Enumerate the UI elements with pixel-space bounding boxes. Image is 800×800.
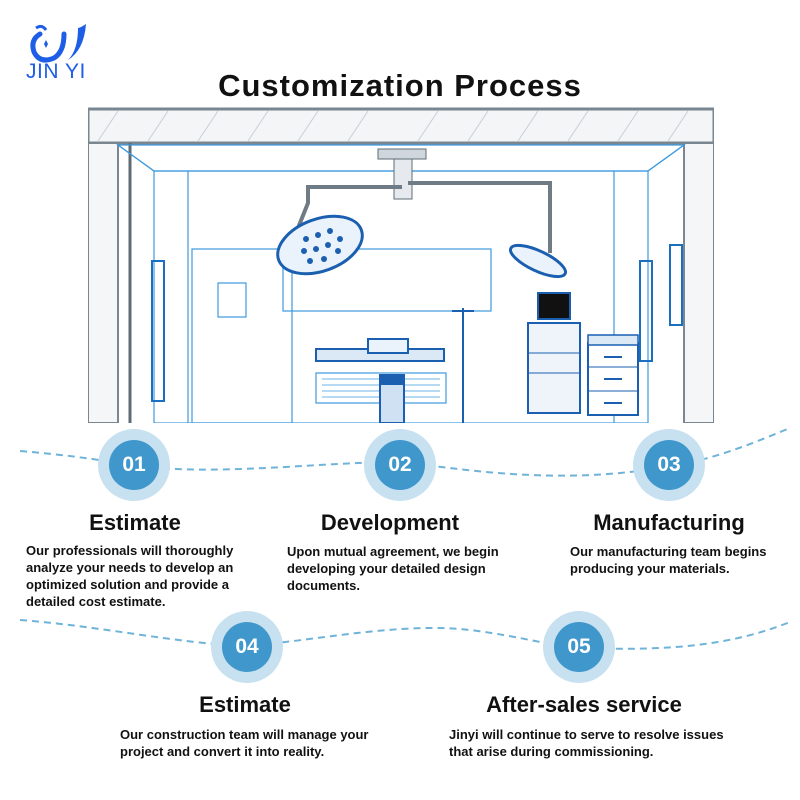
step-number-badge: 03 — [633, 429, 705, 501]
step-title: Estimate — [89, 510, 181, 535]
step-title: Development — [320, 510, 460, 535]
step-title: Manufacturing — [593, 510, 745, 535]
step-description: Our construction team will manage your p… — [120, 727, 369, 759]
jinyi-logo-icon — [30, 24, 86, 63]
step-description: Jinyi will continue to serve to resolve … — [449, 727, 724, 759]
step-title: After-sales service — [486, 692, 682, 717]
step-number-badge: 04 — [211, 611, 283, 683]
step-number-badge: 01 — [98, 429, 170, 501]
operating-room-illustration — [88, 103, 714, 423]
step-number: 05 — [554, 622, 604, 672]
brand-name: JIN YI — [26, 60, 86, 83]
step-title: Estimate — [199, 692, 291, 717]
step-number-badge: 05 — [543, 611, 615, 683]
step-number: 02 — [375, 440, 425, 490]
step-description: Our manufacturing team begins producing … — [570, 544, 767, 576]
step-description: Upon mutual agreement, we begin developi… — [287, 544, 499, 593]
step-number: 01 — [109, 440, 159, 490]
step-number: 03 — [644, 440, 694, 490]
page-title: Customization Process — [218, 68, 582, 103]
step-number: 04 — [222, 622, 272, 672]
step-description: Our professionals will thoroughly analyz… — [26, 543, 234, 609]
step-number-badge: 02 — [364, 429, 436, 501]
